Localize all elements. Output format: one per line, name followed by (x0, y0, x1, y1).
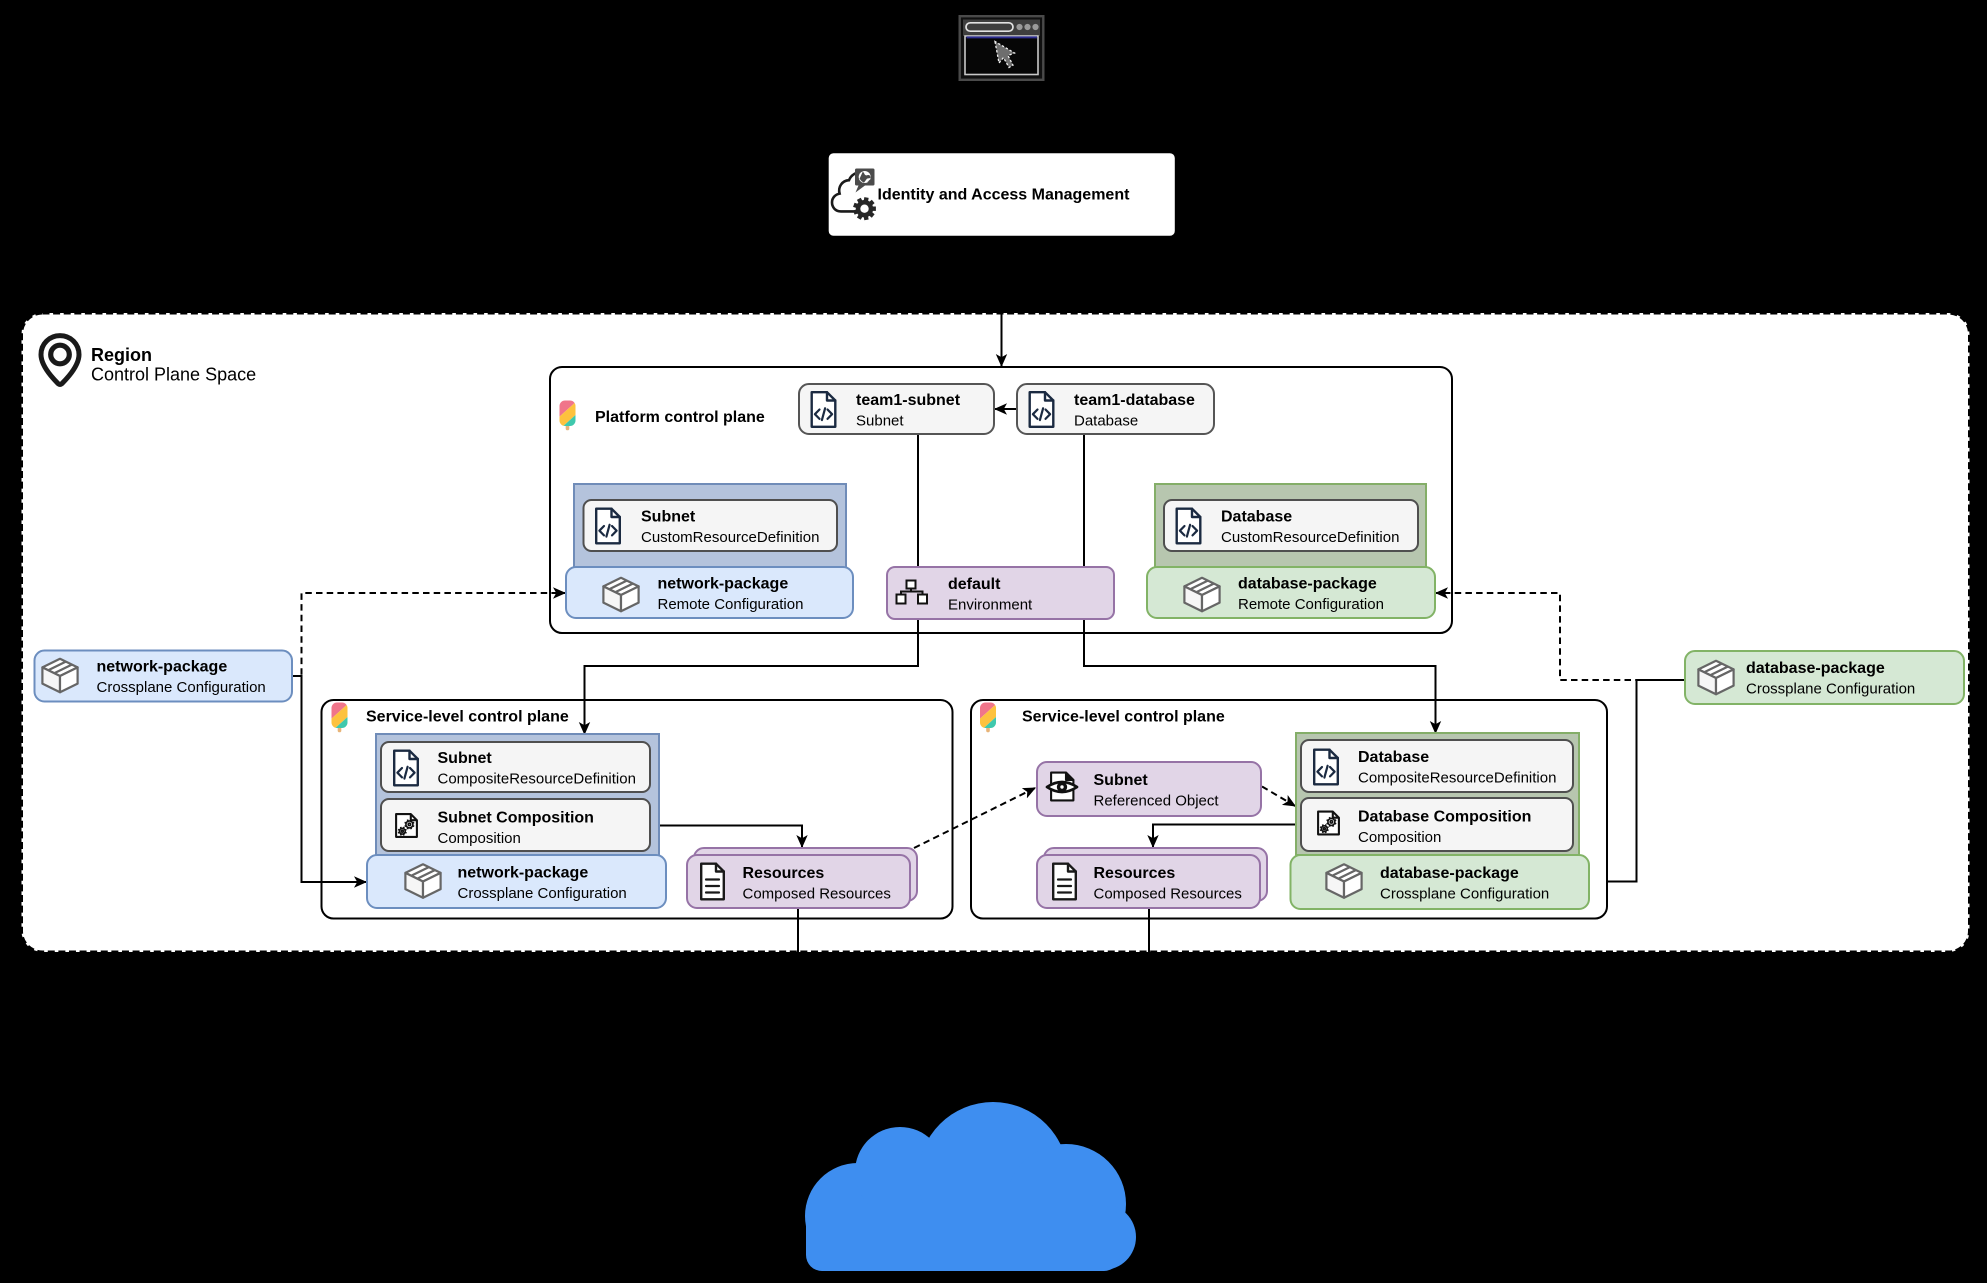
svg-text:Composition: Composition (438, 830, 521, 847)
svg-text:CustomResourceDefinition: CustomResourceDefinition (1221, 529, 1399, 546)
svg-text:Referenced Object: Referenced Object (1094, 793, 1220, 810)
svg-text:Subnet: Subnet (856, 413, 904, 430)
svg-text:Control Plane Space: Control Plane Space (91, 365, 256, 385)
svg-text:network-package: network-package (658, 576, 789, 593)
svg-text:Database Composition: Database Composition (1358, 809, 1531, 826)
svg-text:Service-level control plane: Service-level control plane (366, 709, 569, 726)
svg-text:network-package: network-package (458, 865, 589, 882)
svg-text:CompositeResourceDefinition: CompositeResourceDefinition (438, 771, 636, 788)
svg-text:Crossplane Configuration: Crossplane Configuration (1746, 681, 1915, 698)
svg-text:Service-level control plane: Service-level control plane (1022, 709, 1225, 726)
svg-text:Composed Resources: Composed Resources (743, 886, 891, 903)
svg-text:Subnet: Subnet (641, 509, 696, 526)
svg-text:Region: Region (91, 345, 152, 365)
svg-text:Crossplane Configuration: Crossplane Configuration (1380, 886, 1549, 903)
svg-text:team1-database: team1-database (1074, 392, 1195, 409)
svg-text:CompositeResourceDefinition: CompositeResourceDefinition (1358, 770, 1556, 787)
svg-text:network-package: network-package (97, 659, 228, 676)
svg-text:Platform control plane: Platform control plane (595, 409, 765, 426)
svg-text:default: default (948, 576, 1001, 593)
svg-text:Composition: Composition (1358, 829, 1441, 846)
svg-text:Crossplane Configuration: Crossplane Configuration (458, 885, 627, 902)
svg-text:Subnet: Subnet (438, 750, 493, 767)
svg-text:Subnet Composition: Subnet Composition (438, 810, 594, 827)
svg-text:Crossplane Configuration: Crossplane Configuration (97, 679, 266, 696)
svg-text:Environment: Environment (948, 597, 1033, 614)
svg-text:CustomResourceDefinition: CustomResourceDefinition (641, 529, 819, 546)
svg-text:Database: Database (1358, 749, 1429, 766)
svg-text:Database: Database (1221, 509, 1292, 526)
svg-text:Remote Configuration: Remote Configuration (1238, 596, 1384, 613)
svg-text:database-package: database-package (1380, 865, 1519, 882)
svg-text:Database: Database (1074, 413, 1138, 430)
svg-text:team1-subnet: team1-subnet (856, 392, 961, 409)
svg-text:database-package: database-package (1746, 660, 1885, 677)
svg-text:Remote Configuration: Remote Configuration (658, 596, 804, 613)
svg-text:Identity and Access Management: Identity and Access Management (878, 187, 1131, 204)
svg-text:Composed Resources: Composed Resources (1094, 886, 1242, 903)
svg-text:database-package: database-package (1238, 576, 1377, 593)
svg-text:Subnet: Subnet (1094, 772, 1149, 789)
svg-text:Resources: Resources (743, 865, 825, 882)
svg-text:Resources: Resources (1094, 865, 1176, 882)
